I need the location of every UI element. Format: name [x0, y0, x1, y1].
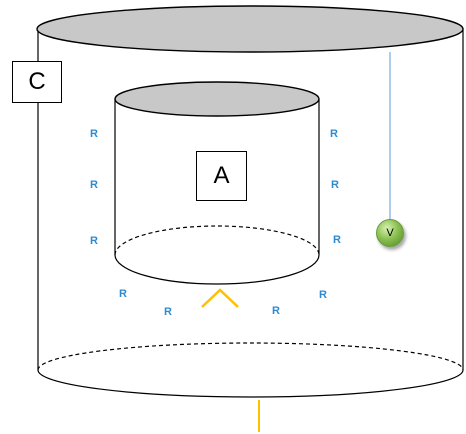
r-label: R — [164, 306, 172, 318]
inner-cylinder-label: A — [196, 151, 247, 201]
r-label: R — [330, 128, 338, 140]
outer-cylinder-bottom-back-edge — [37, 342, 464, 371]
r-label: R — [119, 288, 127, 300]
heater-chevron — [201, 288, 239, 308]
r-label: R — [331, 179, 339, 191]
r-label: R — [333, 234, 341, 246]
inner-cylinder-bottom-back-edge — [114, 225, 320, 256]
r-label: R — [319, 289, 327, 301]
inner-cylinder-lid — [114, 81, 320, 117]
outer-cylinder-bottom-front-edge — [37, 369, 464, 398]
outer-cylinder-lid — [36, 5, 464, 53]
meter-label: V — [386, 227, 394, 239]
r-label: R — [272, 305, 280, 317]
outer-cylinder-label: C — [12, 61, 62, 103]
inner-cylinder-bottom-front-edge — [114, 254, 320, 285]
r-label: R — [90, 179, 98, 191]
r-label: R — [90, 128, 98, 140]
meter-sphere: V — [376, 219, 404, 247]
r-label: R — [90, 235, 98, 247]
